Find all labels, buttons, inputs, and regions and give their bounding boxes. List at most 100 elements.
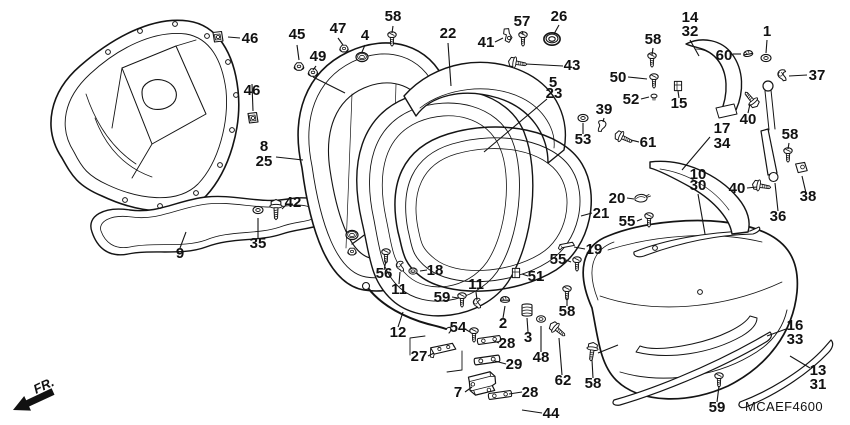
artwork-path [715,103,738,119]
artwork-path [121,45,207,145]
leader-line [774,182,779,212]
leader-line [521,409,543,414]
leader-line [788,74,808,77]
fastener-screw-icon [518,31,528,47]
fastener-screw-icon [387,31,397,47]
fastener-icons [105,21,808,400]
part-number-label: 30 [690,177,707,194]
part-number-label: 2 [499,315,507,332]
fastener-dot-icon [137,28,143,34]
part-number-label: 17 [714,120,731,137]
part-number-label: 59 [709,399,726,416]
part-number-label: 13 [810,362,827,379]
part-number-label: 34 [714,135,731,152]
part-number-label: 32 [682,23,699,40]
leader-line [636,218,643,222]
leader-line [296,44,300,61]
fastener-clip-icon [511,267,521,279]
fastener-dot-icon [204,33,210,39]
part-number-label: 33 [787,331,804,348]
fastener-grommet-icon [408,267,418,275]
fastener-bolt-icon [586,341,599,362]
leader-line [765,39,768,54]
fastener-grommet-icon [355,51,369,63]
part-number-label: 20 [609,190,626,207]
part-number-label: 46 [242,30,259,47]
fastener-washer-icon [252,205,264,215]
leader-line [630,139,640,143]
fastener-hook20-icon [634,193,651,203]
leader-line [483,98,548,153]
artwork-path [361,281,371,291]
part-number-label: 28 [522,384,539,401]
fastener-dot-icon [217,162,223,168]
leader-line [508,391,523,395]
artwork-path [64,32,227,199]
part-number-label: 35 [250,235,267,252]
fastener-bracket38-icon [795,161,808,174]
artwork-path [685,39,743,115]
leader-line [464,328,471,333]
leader-line [427,352,435,357]
leader-line [626,197,635,200]
artwork-path [111,39,197,179]
artwork-path [633,226,761,258]
part-number-label: 26 [551,8,568,25]
part-number-label: 49 [310,48,327,65]
part-number-label: 54 [450,319,467,336]
fastener-grommet-icon [543,32,561,46]
part-number-label: 28 [499,335,516,352]
leader-line [419,269,428,272]
front-direction-arrow-icon [13,388,55,411]
fastener-bolt-icon [614,130,633,143]
fastener-grommet-icon [345,229,359,241]
leader-line [677,90,680,99]
fastener-rivet-icon [650,93,658,101]
part-number-label: 19 [586,241,603,258]
fastener-hinge-icon [467,371,497,396]
leader-line [801,175,807,194]
fastener-clamp-icon [472,297,482,309]
fastener-rubber-icon [521,303,533,317]
part-number-label: 29 [506,356,523,373]
leader-line [251,83,254,112]
artwork-path [403,61,566,164]
leader-line [597,344,619,354]
part-number-label: 55 [619,213,636,230]
fastener-nut-icon [307,68,319,77]
part-number-label: 51 [528,268,545,285]
leader-line [179,231,187,249]
fastener-screw-icon [469,327,479,343]
artwork-path [415,148,568,271]
fastener-bracket41-icon [503,28,513,43]
fastener-plate-icon [476,335,502,345]
fastener-screw-icon [783,147,793,163]
artwork-path [659,168,730,211]
artwork-path [619,309,788,379]
leader-line [716,385,720,403]
fastener-plate-icon [473,354,501,366]
part-number-label: 7 [454,384,462,401]
fastener-screw-icon [381,248,391,264]
leader-line [312,76,346,94]
artwork-path [635,315,758,356]
part-number-label: 45 [289,26,306,43]
leader-line [391,25,394,34]
part-number-label: 46 [244,82,261,99]
leader-line [787,142,790,150]
part-number-label: 37 [809,67,826,84]
part-number-label: 56 [376,265,393,282]
leader-line [275,156,304,161]
leader-line [681,136,711,171]
leader-lines [179,24,811,414]
part-number-label: 43 [564,57,581,74]
artwork-path [695,48,725,74]
part-number-label: 62 [555,372,572,389]
artwork-path [762,80,774,92]
leader-line [627,76,648,80]
fastener-washer-icon [536,315,546,323]
part-number-label: 61 [640,134,657,151]
diagram-artwork [50,19,834,409]
